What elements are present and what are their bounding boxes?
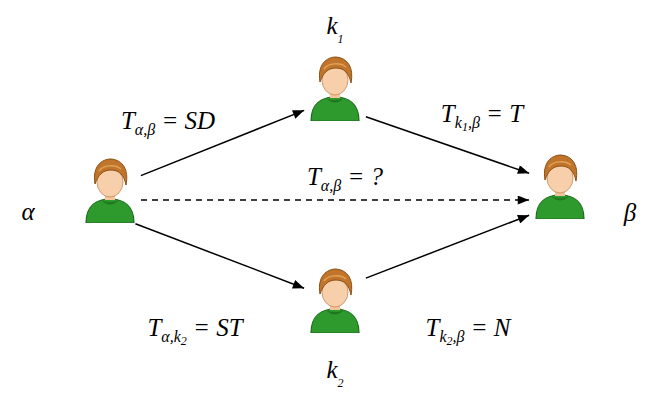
trust-arrow — [141, 199, 529, 201]
person-node: k1 — [306, 55, 364, 121]
node-name: k2 — [326, 355, 343, 389]
person-icon — [306, 267, 364, 333]
person-node: k2 — [306, 267, 364, 333]
person-icon — [81, 157, 139, 223]
node-name: k1 — [326, 11, 343, 45]
edge-label: Tα,β = ? — [305, 162, 385, 194]
edge-label: Tk2,β = N — [423, 313, 512, 347]
trust-arrow — [135, 224, 304, 288]
node-name: β — [624, 198, 636, 228]
node-name: α — [21, 197, 34, 227]
trust-arrow — [366, 215, 529, 278]
edge-label: Tα,k2 = ST — [145, 313, 244, 347]
person-icon — [306, 55, 364, 121]
edge-label: Tα,β = SD — [119, 106, 217, 138]
person-node: α — [81, 157, 139, 223]
edge-label: Tk1,β = T — [439, 99, 525, 133]
person-node: β — [531, 153, 589, 219]
person-icon — [531, 153, 589, 219]
